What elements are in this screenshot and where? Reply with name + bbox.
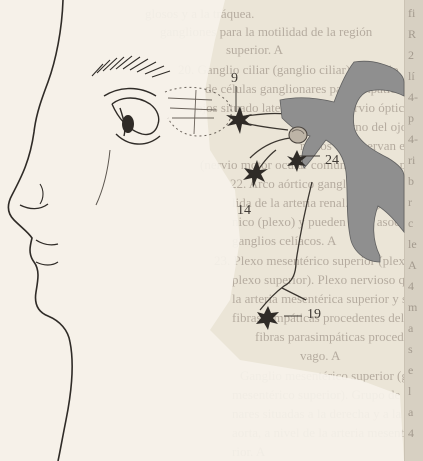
ganglion-14: [243, 160, 268, 188]
figure-label-9: 9: [231, 71, 238, 87]
ganglion-19: [256, 306, 279, 330]
figure-label-24: 24: [325, 153, 339, 169]
ganglion-round: [289, 127, 307, 143]
figure-label-19: 19: [307, 307, 321, 323]
figure-label-14: 14: [237, 203, 251, 219]
